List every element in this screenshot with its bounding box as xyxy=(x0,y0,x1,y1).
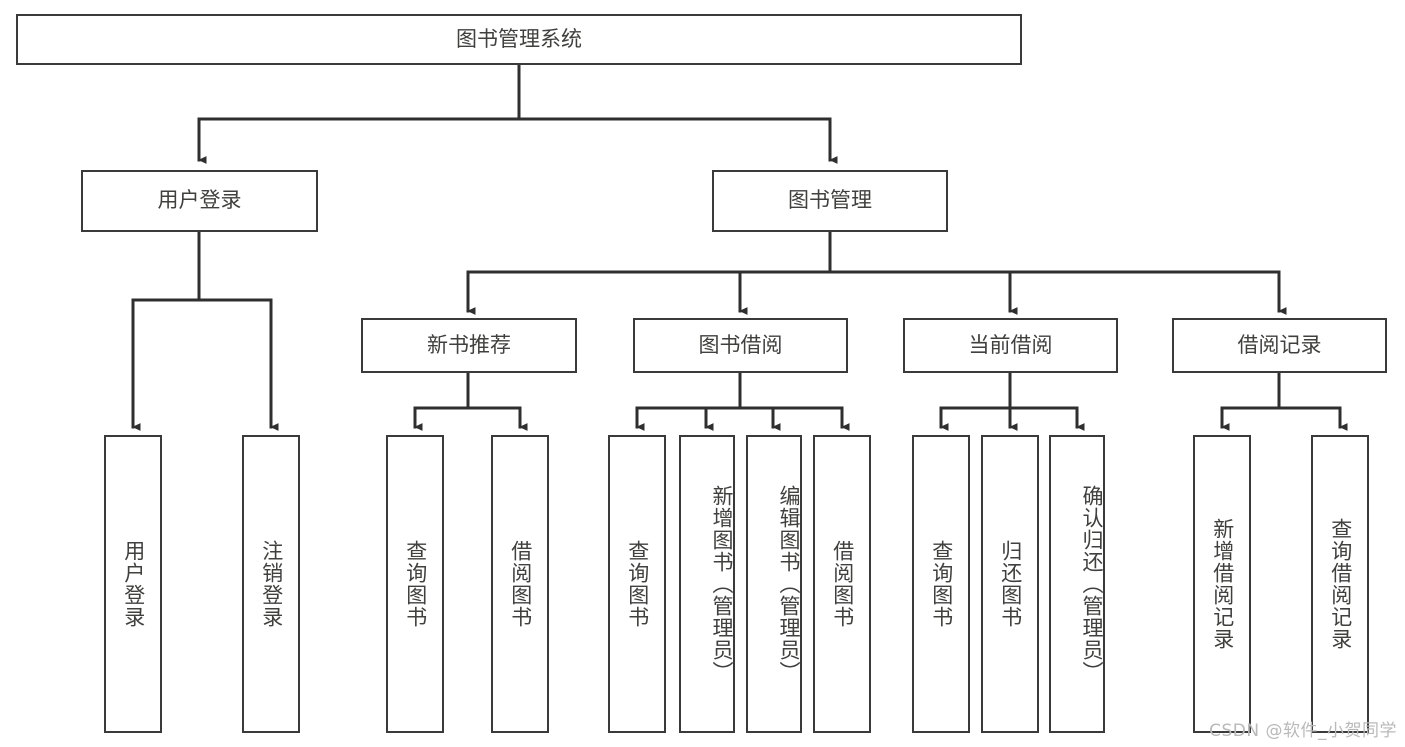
node-label: 借阅记录 xyxy=(1237,332,1322,357)
node-label: 图书借阅 xyxy=(698,332,783,357)
node-label: 新书推荐 xyxy=(427,332,511,357)
node-label: 当前借阅 xyxy=(968,332,1053,357)
leaf-borrow-record-query[interactable]: 查询借阅记录 xyxy=(1311,435,1369,733)
node-user-login[interactable]: 用户登录 xyxy=(81,170,318,232)
leaf-new-book-borrow[interactable]: 借阅图书 xyxy=(491,435,549,733)
node-label: 注销登录 xyxy=(259,540,284,628)
leaf-new-book-query[interactable]: 查询图书 xyxy=(386,435,444,733)
node-label: 归还图书 xyxy=(998,540,1023,628)
leaf-book-borrow-query[interactable]: 查询图书 xyxy=(608,435,666,733)
leaf-current-borrow-query[interactable]: 查询图书 xyxy=(912,435,970,733)
node-label: 用户登录 xyxy=(157,188,242,213)
leaf-user-login-logout[interactable]: 注销登录 xyxy=(242,435,300,733)
node-borrow-record[interactable]: 借阅记录 xyxy=(1172,318,1387,373)
leaf-borrow-record-add[interactable]: 新增借阅记录 xyxy=(1193,435,1251,733)
node-label: 编辑图书（管理员） xyxy=(777,485,801,683)
node-new-book-recommend[interactable]: 新书推荐 xyxy=(361,318,577,373)
node-label: 图书管理系统 xyxy=(456,26,582,51)
csdn-watermark: CSDN @软件_小贺同学 xyxy=(1209,721,1397,741)
leaf-current-borrow-return[interactable]: 归还图书 xyxy=(981,435,1039,733)
leaf-book-borrow-borrow[interactable]: 借阅图书 xyxy=(813,435,871,733)
node-book-management[interactable]: 图书管理 xyxy=(712,170,948,232)
leaf-user-login-login[interactable]: 用户登录 xyxy=(104,435,162,733)
leaf-book-borrow-edit-admin[interactable]: 编辑图书（管理员） xyxy=(746,435,802,733)
node-root-book-management-system[interactable]: 图书管理系统 xyxy=(16,14,1022,65)
node-label: 新增图书（管理员） xyxy=(710,485,734,683)
node-label: 借阅图书 xyxy=(830,540,855,628)
node-label: 确认归还（管理员） xyxy=(1080,485,1104,683)
node-book-borrow[interactable]: 图书借阅 xyxy=(633,318,848,373)
node-label: 查询图书 xyxy=(403,540,428,628)
node-label: 借阅图书 xyxy=(508,540,533,628)
node-label: 用户登录 xyxy=(121,540,146,628)
node-label: 新增借阅记录 xyxy=(1210,518,1235,650)
leaf-current-borrow-confirm-admin[interactable]: 确认归还（管理员） xyxy=(1049,435,1105,733)
leaf-book-borrow-add-admin[interactable]: 新增图书（管理员） xyxy=(679,435,735,733)
node-label: 查询图书 xyxy=(929,540,954,628)
node-current-borrow[interactable]: 当前借阅 xyxy=(903,318,1118,373)
node-label: 图书管理 xyxy=(788,188,872,213)
node-label: 查询借阅记录 xyxy=(1328,518,1353,650)
node-label: 查询图书 xyxy=(625,540,650,628)
